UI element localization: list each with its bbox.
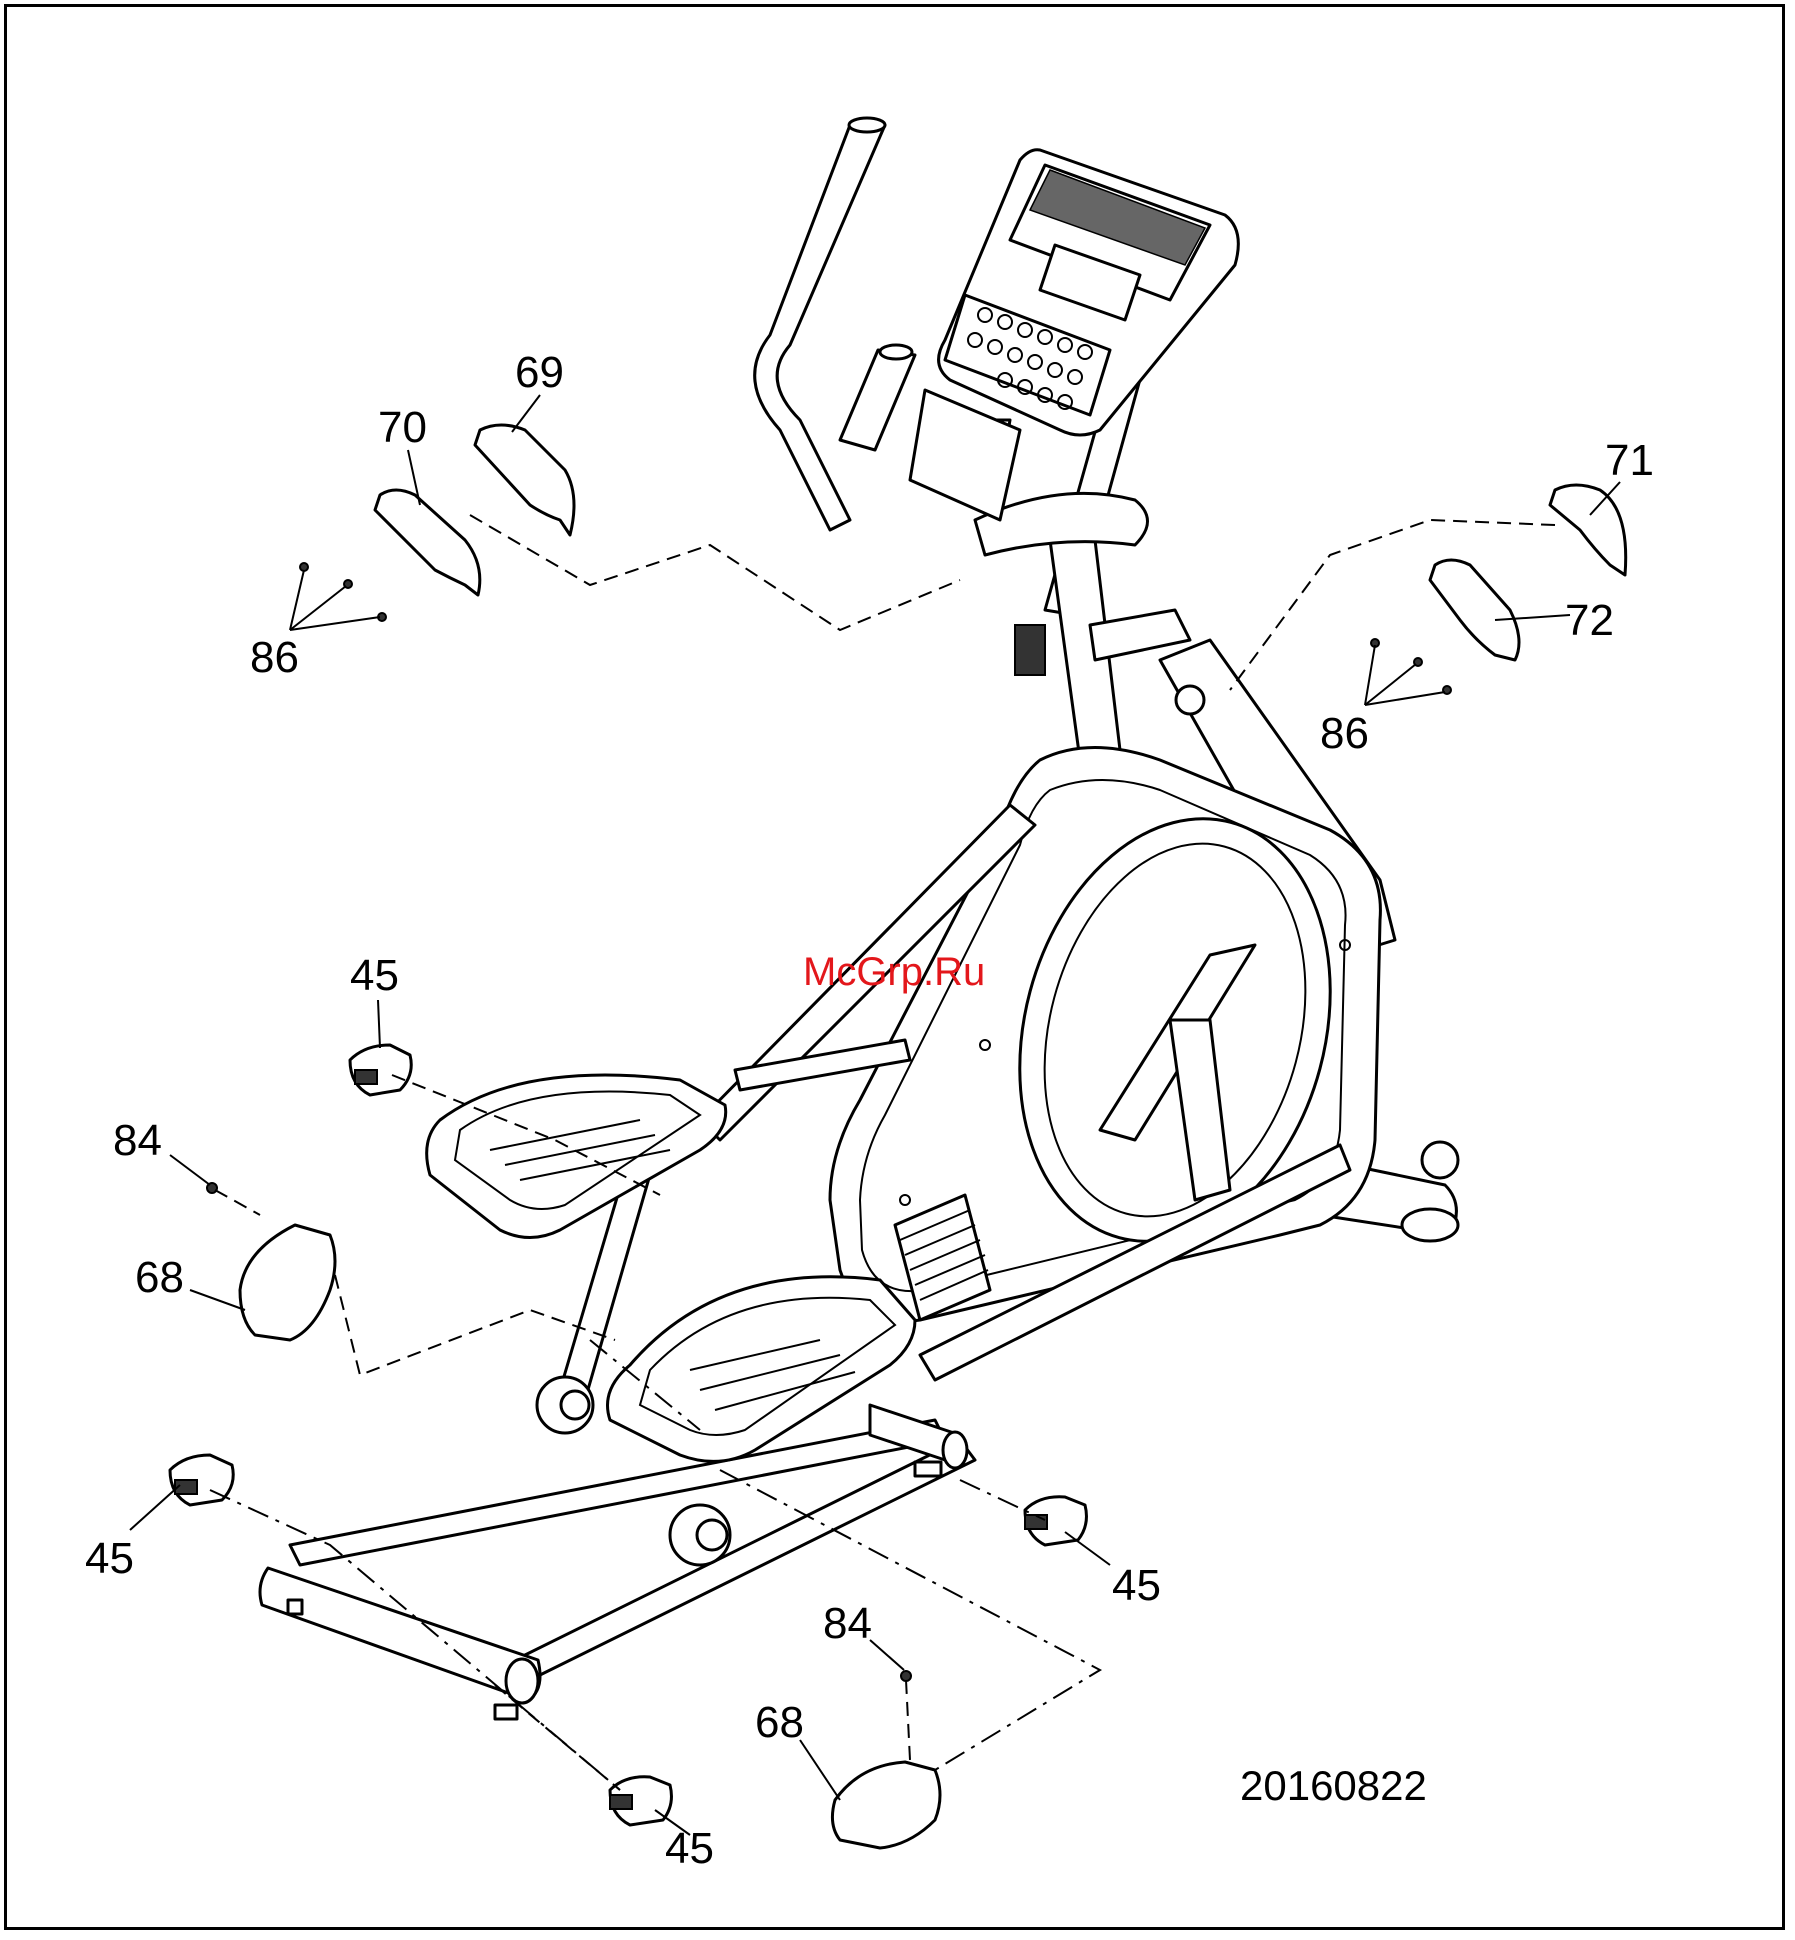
callout-72: 72 xyxy=(1565,596,1614,645)
callout-86-right: 86 xyxy=(1320,709,1369,758)
part-45-end-cap-mid xyxy=(350,1045,411,1095)
callout-45-right: 45 xyxy=(1112,1561,1161,1610)
callout-71: 71 xyxy=(1605,436,1654,485)
callout-69: 69 xyxy=(515,348,564,397)
part-45-end-cap-right xyxy=(1025,1497,1086,1545)
callout-70: 70 xyxy=(378,403,427,452)
part-68-cover-bottom xyxy=(832,1762,940,1848)
watermark: McGrp.Ru xyxy=(803,950,985,994)
drawing-number: 20160822 xyxy=(1240,1762,1427,1809)
callout-68-left: 68 xyxy=(135,1253,184,1302)
flywheel-housing xyxy=(830,748,1380,1322)
callout-45-mid: 45 xyxy=(350,951,399,1000)
part-72-cover xyxy=(1430,560,1519,660)
callout-84-bottom: 84 xyxy=(823,1599,872,1648)
part-45-end-cap-bottom xyxy=(610,1777,671,1825)
callout-84-left: 84 xyxy=(113,1116,162,1165)
callout-45-bottom: 45 xyxy=(665,1824,714,1873)
callout-68-bottom: 68 xyxy=(755,1698,804,1747)
part-45-end-cap-left xyxy=(170,1455,233,1505)
callout-86-left: 86 xyxy=(250,633,299,682)
part-68-cover-left xyxy=(240,1225,335,1340)
console xyxy=(910,150,1238,520)
callout-45-left: 45 xyxy=(85,1534,134,1583)
part-69-cover xyxy=(475,425,574,535)
part-70-cover xyxy=(375,490,480,595)
part-71-cover xyxy=(1550,485,1626,575)
